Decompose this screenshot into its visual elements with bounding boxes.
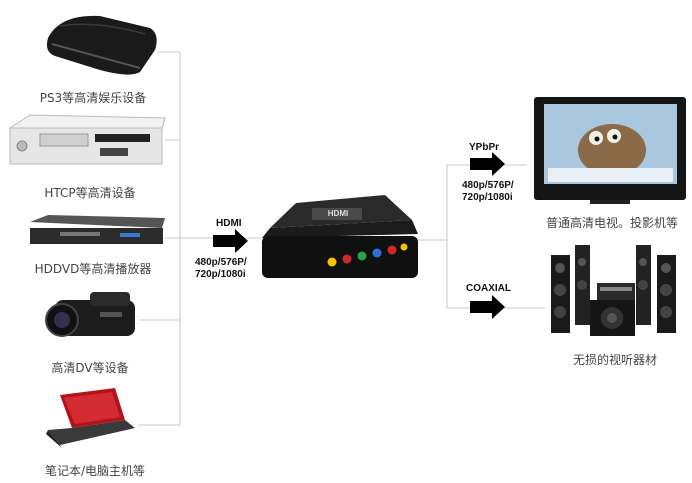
source-label-dv: 高清DV等设备 bbox=[51, 361, 129, 375]
hdmi-arrow-icon bbox=[213, 229, 248, 253]
camcorder-icon bbox=[45, 292, 135, 337]
laptop-icon bbox=[46, 388, 135, 448]
input-signal-name: HDMI bbox=[216, 218, 242, 229]
source-label-htpc: HTCP等高清设备 bbox=[44, 186, 136, 200]
video-resolution-line1: 480p/576P/ bbox=[462, 180, 514, 191]
ypbpr-arrow-icon bbox=[470, 152, 505, 176]
television-icon bbox=[534, 97, 686, 204]
converter-box-icon bbox=[262, 195, 418, 278]
coaxial-arrow-icon bbox=[470, 295, 505, 319]
source-label-laptop: 笔记本/电脑主机等 bbox=[44, 464, 146, 478]
source-label-ps3: PS3等高清娱乐设备 bbox=[39, 91, 147, 105]
ps3-console-icon bbox=[46, 15, 157, 75]
speaker-system-icon bbox=[551, 245, 676, 336]
video-output-name: YPbPr bbox=[469, 142, 500, 153]
hddvd-player-icon bbox=[30, 215, 165, 244]
converter-brand-label: HDMI bbox=[327, 209, 349, 218]
audio-output-name: COAXIAL bbox=[466, 283, 511, 294]
source-label-hddvd: HDDVD等高清播放器 bbox=[34, 262, 152, 276]
video-device-label: 普通高清电视。投影机等 bbox=[545, 216, 678, 230]
htpc-case-icon bbox=[8, 114, 166, 165]
input-resolution-line1: 480p/576P/ bbox=[195, 257, 247, 268]
audio-device-label: 无损的视听器材 bbox=[572, 353, 657, 367]
video-resolution-line2: 720p/1080i bbox=[462, 192, 513, 203]
input-resolution-line2: 720p/1080i bbox=[195, 269, 246, 280]
